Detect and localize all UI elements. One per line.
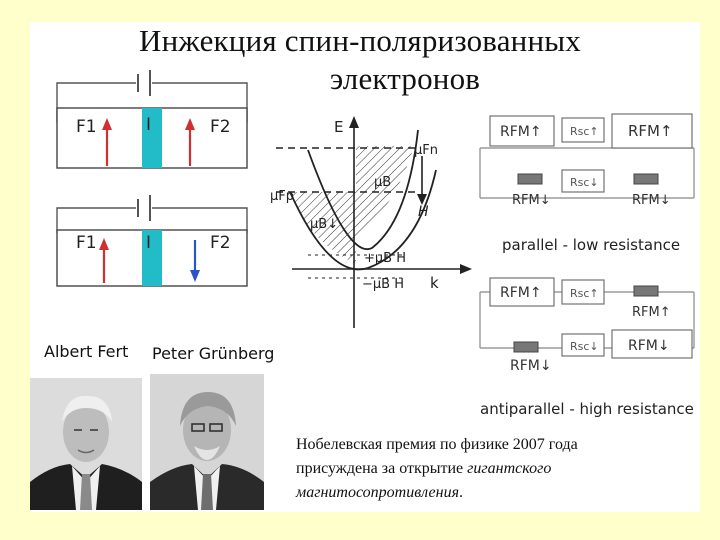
caption-line-3-end: . xyxy=(459,484,463,501)
mu-b-up-label: μB xyxy=(374,175,391,190)
antiparallel-rfm-up-2-label: RFM↑ xyxy=(632,305,671,320)
antiparallel-rfm-up-1-label: RFM↑ xyxy=(500,285,542,301)
top-i-label: I xyxy=(146,115,151,135)
title-line-1: Инжекция спин-поляризованных xyxy=(40,22,680,60)
parallel-rfm-down-1-label: RFM↓ xyxy=(512,193,551,208)
antiparallel-mode-label: antiparallel - high resistance xyxy=(480,400,694,418)
caption-line-3: магнитосопротивления. xyxy=(296,481,696,505)
antiparallel-rfm-up-2-bar xyxy=(634,286,658,296)
parallel-mode-label: parallel - low resistance xyxy=(502,236,680,254)
resistor-network: RFM↑ Rsc↑ RFM↑ Rsc↓ RFM↓ RFM↓ parallel -… xyxy=(474,104,700,422)
h-label: H xyxy=(418,204,429,220)
antiparallel-rsc-down-label: Rsc↓ xyxy=(570,340,599,353)
caption-line-2-italic: гигантского xyxy=(467,460,551,477)
parallel-rsc-down-label: Rsc↓ xyxy=(570,176,599,189)
parallel-rsc-up-label: Rsc↑ xyxy=(570,125,599,138)
parallel-rfm-down-1-bar xyxy=(518,174,542,184)
energy-label: E xyxy=(334,118,343,136)
parallel-rfm-up-1-label: RFM↑ xyxy=(500,124,542,140)
bottom-insulator-layer xyxy=(142,230,162,286)
band-diagram: E μFn μB μFp μB↓ H +μB H −μB H k xyxy=(268,110,480,332)
k-label: k xyxy=(430,274,439,292)
nobel-caption: Нобелевская премия по физике 2007 года п… xyxy=(296,433,696,505)
parallel-rfm-up-2-label: RFM↑ xyxy=(628,122,673,140)
person-left-name: Albert Fert xyxy=(44,342,128,361)
bottom-f1-label: F1 xyxy=(76,233,97,253)
top-f2-label: F2 xyxy=(210,117,231,137)
parallel-rfm-down-2-bar xyxy=(634,174,658,184)
bottom-i-label: I xyxy=(146,233,151,253)
spin-valve-circuits: F1 I F2 F1 I F2 xyxy=(40,68,270,338)
caption-line-3-italic: магнитосопротивления xyxy=(296,484,459,501)
caption-line-2: присуждена за открытие гигантского xyxy=(296,457,696,481)
caption-line-1: Нобелевская премия по физике 2007 года xyxy=(296,433,696,457)
plus-mu-h-label: +μB H xyxy=(364,251,406,266)
antiparallel-rfm-down-1-bar xyxy=(514,342,538,352)
antiparallel-rsc-up-label: Rsc↑ xyxy=(570,287,599,300)
top-insulator-layer xyxy=(142,108,162,168)
person-right-name: Peter Grünberg xyxy=(152,344,274,363)
photo-peter-grunberg xyxy=(150,374,264,510)
mu-b-down-label: μB↓ xyxy=(310,217,338,232)
mu-fp-label: μFp xyxy=(270,189,294,204)
minus-mu-h-label: −μB H xyxy=(362,277,404,292)
antiparallel-rfm-down-1-label: RFM↓ xyxy=(510,358,552,374)
top-f1-label: F1 xyxy=(76,117,97,137)
k-axis-arrow-icon xyxy=(460,264,472,274)
bottom-circuit xyxy=(57,195,247,233)
mu-fn-label: μFn xyxy=(414,143,438,158)
energy-axis-arrow-icon xyxy=(349,116,359,128)
parallel-rfm-down-2-label: RFM↓ xyxy=(632,193,671,208)
bottom-f2-label: F2 xyxy=(210,233,231,253)
caption-line-2-plain: присуждена за открытие xyxy=(296,460,467,477)
photo-albert-fert xyxy=(30,378,142,510)
antiparallel-rfm-down-2-label: RFM↓ xyxy=(628,338,670,354)
